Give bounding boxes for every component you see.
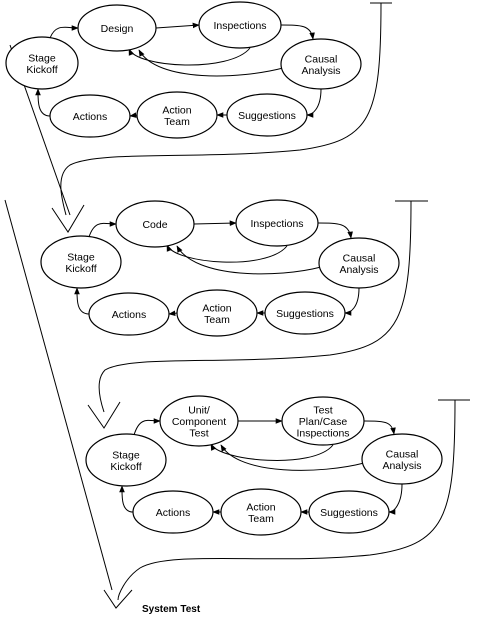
arrow-actions-to-kickoff <box>35 88 51 117</box>
arrow-action-team-to-actions <box>168 310 178 316</box>
stage1-loop <box>60 2 382 216</box>
suggestions-node: Suggestions <box>226 93 308 137</box>
stage3-hollow-arrowhead <box>103 589 133 609</box>
arrow-inspections-to-work <box>128 47 251 66</box>
actions-node: Actions <box>132 490 214 534</box>
suggestions-node: Suggestions <box>264 291 346 335</box>
arrow-work-to-inspections <box>193 220 237 226</box>
inspections-label: Inspections <box>213 20 266 32</box>
suggestions-label: Suggestions <box>238 110 296 122</box>
arrow-inspections-to-causal <box>317 222 353 239</box>
inspections-node: Inspections <box>235 199 319 247</box>
stage1-hollow-arrowhead <box>51 204 85 233</box>
work-node: Design <box>77 4 157 52</box>
actions-label: Actions <box>156 507 190 519</box>
arrow-causal-to-suggestions <box>306 88 322 118</box>
arrow-causal-to-suggestions <box>344 287 360 316</box>
arrow-causal-to-work <box>220 444 365 471</box>
arrow-actions-to-kickoff <box>74 287 90 315</box>
suggestions-label: Suggestions <box>276 308 334 320</box>
arrow-actions-to-kickoff <box>119 485 134 513</box>
stage3-loop <box>117 399 456 601</box>
actions-node: Actions <box>49 94 131 138</box>
suggestions-label: Suggestions <box>320 507 378 519</box>
work-label: Design <box>101 23 134 35</box>
system-test-label: System Test <box>142 604 201 615</box>
left-diagonal-line-lower <box>4 199 113 591</box>
arrow-inspections-to-causal <box>363 420 396 435</box>
arrow-inspections-to-work <box>166 244 288 263</box>
arrow-kickoff-to-work <box>88 221 117 238</box>
actions-label: Actions <box>112 309 146 321</box>
arrow-action-team-to-actions <box>129 112 138 118</box>
inspections-node: Inspections <box>198 1 282 49</box>
arrow-kickoff-to-work <box>133 418 161 436</box>
actions-node: Actions <box>88 292 170 336</box>
arrow-causal-to-work <box>138 49 284 77</box>
arrow-causal-to-work <box>176 245 322 275</box>
actions-label: Actions <box>73 111 107 123</box>
work-node: Code <box>115 200 195 248</box>
arrow-work-to-inspections <box>155 22 200 29</box>
suggestions-node: Suggestions <box>308 490 390 534</box>
phase-transitions <box>51 2 470 609</box>
inspections-label: Inspections <box>250 218 303 230</box>
arrow-inspections-to-work <box>210 443 334 461</box>
arrow-inspections-to-causal <box>280 24 315 40</box>
stage2-loop <box>98 200 412 413</box>
stage2-hollow-arrowhead <box>87 401 121 429</box>
work-label: Code <box>142 219 167 231</box>
arrow-causal-to-suggestions <box>388 483 403 515</box>
arrow-kickoff-to-work <box>49 25 79 39</box>
